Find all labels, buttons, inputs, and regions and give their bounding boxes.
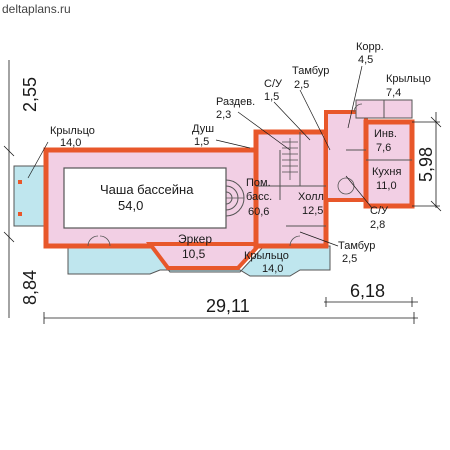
- kitchen-name: Кухня: [372, 166, 401, 178]
- porch-left-leader: [27, 141, 49, 179]
- door-vestibule-bottom: [289, 235, 301, 247]
- middle-block-wall: [253, 129, 329, 249]
- corridor-name: Корр.: [356, 41, 384, 53]
- wc-top-leader: [273, 101, 311, 141]
- dimension-lines: [3, 60, 442, 324]
- porch-left-area: 14,0: [60, 137, 81, 149]
- porch-right-area: 7,4: [386, 87, 401, 99]
- kitchen-area: 11,0: [376, 180, 397, 192]
- pool-bowl: [63, 167, 227, 229]
- dressing-name: Раздев.: [216, 96, 255, 108]
- dim-total-width: 29,11: [206, 296, 250, 316]
- pool-bowl-area: 54,0: [118, 198, 143, 213]
- bay-window-wall: [146, 242, 265, 270]
- wc-top-name: С/У: [264, 78, 283, 90]
- wc-bottom-leader: [345, 175, 373, 209]
- dim-right-width: 6,18: [350, 281, 385, 301]
- porch-left-terrace: [13, 165, 45, 227]
- dressing-area: 2,3: [216, 109, 231, 121]
- wc-bottom-area: 2,8: [370, 219, 385, 231]
- right-block-wall: [363, 119, 415, 209]
- hall-area: 12,5: [302, 205, 323, 217]
- hall-name: Холл: [298, 191, 324, 203]
- pool-room-name-1: Пом.: [246, 177, 271, 189]
- pool-bowl-name: Чаша бассейна: [100, 182, 194, 197]
- stairs-middle: [282, 138, 298, 180]
- vestibule-bottom-area: 2,5: [342, 253, 357, 265]
- porch-left-markers: [18, 180, 22, 216]
- door-pool-porch: [87, 235, 99, 247]
- vestibule-top-area: 2,5: [294, 79, 309, 91]
- corridor-area: 4,5: [358, 54, 373, 66]
- shower-leader: [215, 139, 251, 149]
- dressing-leader: [237, 111, 291, 151]
- porch-bottom-area: 14,0: [262, 263, 283, 275]
- door-porch-right: [353, 103, 363, 113]
- porch-bottom-name: Крыльцо: [244, 250, 289, 262]
- corridor-leader: [347, 65, 363, 129]
- bay-area: 10,5: [182, 247, 206, 261]
- dim-right-depth: 5,98: [416, 147, 436, 182]
- vestibule-bottom-leader: [299, 231, 339, 247]
- pool-room-name-2: басс.: [246, 191, 272, 203]
- inventory-area: 7,6: [376, 142, 391, 154]
- wc-bottom-name: С/У: [370, 205, 389, 217]
- watermark: deltaplans.ru: [2, 2, 71, 16]
- bay-name: Эркер: [178, 232, 212, 246]
- vestibule-top-name: Тамбур: [292, 65, 329, 77]
- inventory-name: Инв.: [374, 128, 397, 140]
- corridor-block-wall: [324, 110, 368, 202]
- bottom-terrace: [67, 245, 331, 277]
- wc-top-area: 1,5: [264, 91, 279, 103]
- door-pool-porch-2: [99, 235, 111, 247]
- dim-left-top: 2,55: [20, 77, 40, 112]
- vestibule-top-leader: [299, 89, 331, 151]
- vestibule-bottom-name: Тамбур: [338, 240, 375, 252]
- pool-room-area: 60,6: [248, 206, 269, 218]
- porch-left-name: Крыльцо: [50, 125, 95, 137]
- shower-area: 1,5: [194, 136, 209, 148]
- dim-left-bottom: 8,84: [20, 270, 40, 305]
- porch-right-name: Крыльцо: [386, 73, 431, 85]
- shower-name: Душ: [192, 123, 214, 135]
